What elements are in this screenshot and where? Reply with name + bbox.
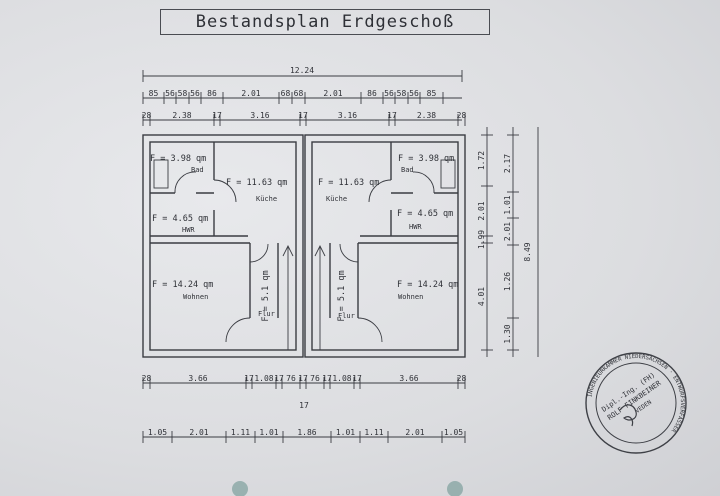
bottom-row1-label: 28 — [457, 374, 467, 383]
bottom-row1-label: 17 — [274, 374, 284, 383]
right-mid-label: 1.26 — [503, 272, 512, 291]
bad-name-right: Bad — [401, 166, 414, 174]
second-row-label: 28 — [142, 111, 152, 120]
second-row-label: 28 — [457, 111, 467, 120]
bottom-row1-label: 3.66 — [399, 374, 418, 383]
bottom-row2-label: 1.05 — [444, 428, 463, 437]
top-row-label: 56 — [384, 89, 394, 98]
wohnen-area-left: F = 14.24 qm — [152, 280, 213, 290]
second-row-label: 17 — [387, 111, 397, 120]
wohnen-name-right: Wohnen — [398, 293, 423, 301]
right-mid-label: 2.01 — [503, 222, 512, 241]
right-mid-label: 1.30 — [503, 324, 512, 343]
dim-right-outer: 8.49 — [523, 242, 532, 261]
top-row-label: 68 — [281, 89, 291, 98]
top-row-label: 56 — [165, 89, 175, 98]
right-mid-label: 2.17 — [503, 154, 512, 173]
right-inner-label: 1.72 — [477, 151, 486, 170]
top-row-label: 2.01 — [241, 89, 260, 98]
top-row-label: 56 — [190, 89, 200, 98]
top-row-label: 56 — [409, 89, 419, 98]
bottom-row1-label: 28 — [142, 374, 152, 383]
room-labels: F = 3.98 qm Bad F = 11.63 qm Küche F = 4… — [150, 154, 458, 322]
bottom-row2-label: 2.01 — [189, 428, 208, 437]
flur-area-left: F = 5.1 qm — [261, 270, 271, 321]
bottom-row1-label: 76 — [310, 374, 320, 383]
bottom-row2-label: 1.11 — [231, 428, 250, 437]
bottom-row2-label: 1.11 — [364, 428, 383, 437]
second-row-label: 17 — [212, 111, 222, 120]
right-inner-label: 4.01 — [477, 287, 486, 306]
top-row-label: 68 — [294, 89, 304, 98]
second-row-label: 2.38 — [172, 111, 191, 120]
second-row-label: 2.38 — [417, 111, 436, 120]
kueche-name-left: Küche — [256, 195, 277, 203]
bad-name-left: Bad — [191, 166, 204, 174]
wohnen-name-left: Wohnen — [183, 293, 208, 301]
dim-total: 12.24 — [290, 66, 314, 75]
second-row-label: 3.16 — [250, 111, 269, 120]
right-dimensions: 1.72 2.01 1.99 4.01 2.17 1.01 2.01 1.26 1.30 8.4… — [477, 127, 539, 357]
bottom-row2-label: 1.05 — [148, 428, 167, 437]
flur-area-right: F = 5.1 qm — [337, 270, 347, 321]
bottom-row2-label: 1.01 — [336, 428, 355, 437]
top-row-label: 85 — [427, 89, 437, 98]
engineer-stamp: INGENIEURKAMMER NIEDERSACHSEN · ENTWURFS… — [585, 352, 687, 454]
dim-bottom-extra: 17 — [299, 401, 309, 410]
hwr-area-right: F = 4.65 qm — [397, 209, 453, 219]
bottom-row1-label: 1.08 — [332, 374, 351, 383]
top-row-label: 58 — [397, 89, 407, 98]
punch-hole-right — [447, 481, 463, 496]
flur-name-left: Flur — [258, 310, 275, 318]
punch-hole-left — [232, 481, 248, 496]
top-row-label: 58 — [178, 89, 188, 98]
drawing-title: Bestandsplan Erdgeschoß — [195, 12, 455, 32]
bottom-row2-label: 1.01 — [259, 428, 278, 437]
wohnen-area-right: F = 14.24 qm — [397, 280, 458, 290]
bottom-row1-label: 17 — [298, 374, 308, 383]
top-row-label: 2.01 — [323, 89, 342, 98]
bottom-row2-label: 2.01 — [405, 428, 424, 437]
bad-area-right: F = 3.98 qm — [398, 154, 454, 164]
kueche-area-right: F = 11.63 qm — [318, 178, 379, 188]
bottom-row1-label: 17 — [244, 374, 254, 383]
top-row-label: 85 — [149, 89, 159, 98]
building-walls — [142, 134, 466, 358]
title-frame: Bestandsplan Erdgeschoß — [160, 9, 490, 35]
hwr-area-left: F = 4.65 qm — [152, 214, 208, 224]
flur-name-right: Flur — [338, 312, 355, 320]
right-inner-label: 2.01 — [477, 201, 486, 220]
hwr-name-left: HWR — [182, 226, 195, 234]
kueche-name-right: Küche — [326, 195, 347, 203]
bottom-row1-label: 17 — [352, 374, 362, 383]
kueche-area-left: F = 11.63 qm — [226, 178, 287, 188]
right-mid-label: 1.01 — [503, 195, 512, 214]
second-row-label: 3.16 — [338, 111, 357, 120]
bottom-row1-label: 3.66 — [188, 374, 207, 383]
bottom-row1-label: 1.08 — [254, 374, 273, 383]
bottom-row1-label: 76 — [286, 374, 296, 383]
right-inner-label: 1.99 — [477, 230, 486, 249]
stamp-emblem — [619, 404, 637, 427]
top-row-label: 86 — [367, 89, 377, 98]
second-row-label: 17 — [298, 111, 308, 120]
hwr-name-right: HWR — [409, 223, 422, 231]
bad-area-left: F = 3.98 qm — [150, 154, 206, 164]
bottom-row2-label: 1.86 — [297, 428, 316, 437]
top-row-label: 86 — [207, 89, 217, 98]
bottom-row1-label: 17 — [322, 374, 332, 383]
